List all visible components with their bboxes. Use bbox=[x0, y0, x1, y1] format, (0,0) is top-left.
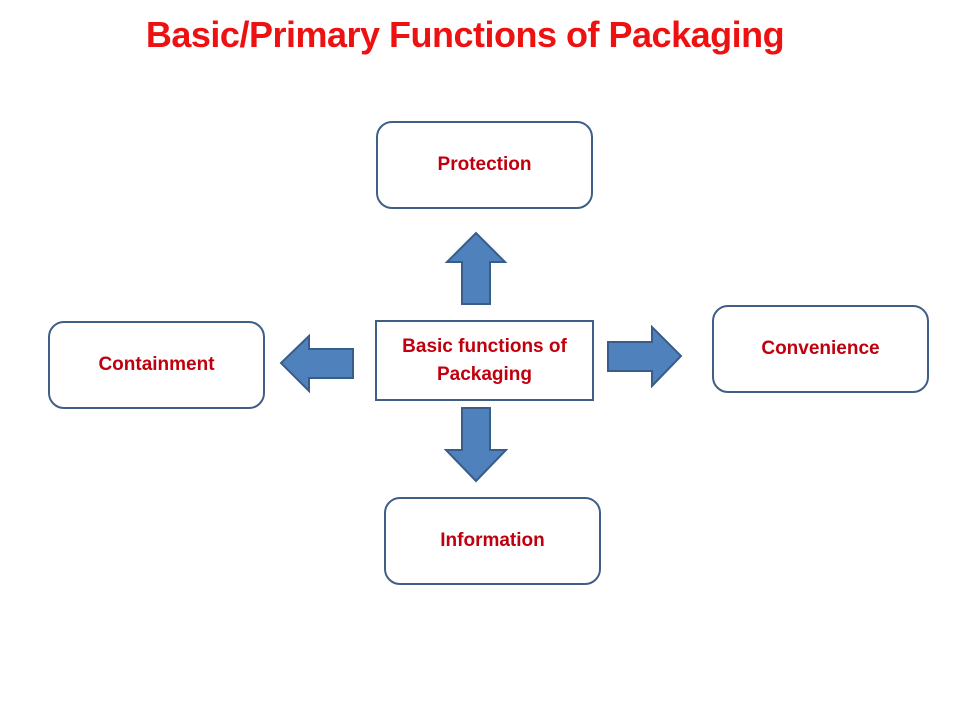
arrow-left-icon bbox=[279, 333, 354, 394]
function-box-containment: Containment bbox=[48, 321, 265, 409]
arrow-down-icon bbox=[443, 407, 509, 483]
function-box-protection: Protection bbox=[376, 121, 593, 209]
function-label: Containment bbox=[98, 354, 215, 375]
center-box: Basic functions of Packaging bbox=[375, 320, 594, 401]
arrow-right-icon bbox=[607, 324, 683, 389]
function-label: Information bbox=[440, 530, 545, 551]
function-label: Protection bbox=[437, 154, 532, 175]
function-label: Convenience bbox=[761, 338, 880, 359]
arrow-up-icon bbox=[444, 231, 508, 305]
page-title: Basic/Primary Functions of Packaging bbox=[145, 14, 785, 55]
center-label: Basic functions of Packaging bbox=[402, 335, 567, 385]
function-box-convenience: Convenience bbox=[712, 305, 929, 393]
function-box-information: Information bbox=[384, 497, 601, 585]
